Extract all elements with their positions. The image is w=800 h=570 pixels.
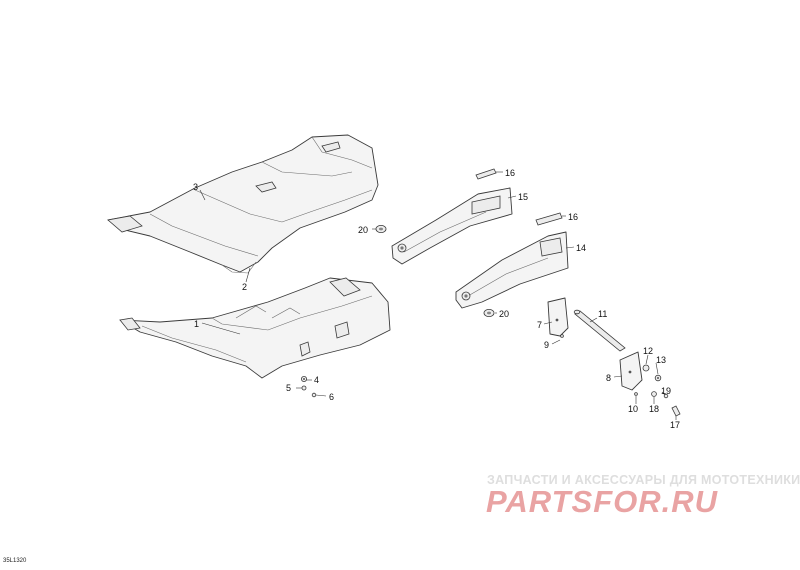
callout-1: 1 [194,319,199,329]
callout-8: 8 [606,373,611,383]
lower-bracket-part [619,351,681,417]
callout-3: 3 [193,182,198,192]
callout-13: 13 [656,355,666,365]
leader-lines [199,171,677,420]
callout-15: 15 [518,192,528,202]
callout-2: 2 [242,282,247,292]
callout-18: 18 [649,404,659,414]
callout-16-lower: 16 [568,212,578,222]
callout-9: 9 [544,340,549,350]
grommet-part [375,224,495,317]
callout-20-upper: 20 [358,225,368,235]
watermark-brand: PARTSFOR.RU [486,484,719,519]
callout-4: 4 [314,375,319,385]
upper-side-rail-part [391,187,513,265]
callout-numbers: 3 2 1 4 5 6 20 16 15 16 14 20 7 9 11 8 1… [193,168,680,430]
upper-bracket-part [547,297,569,338]
callout-5: 5 [286,383,291,393]
callout-17: 17 [670,420,680,430]
rubber-strip-part [475,168,563,226]
callout-12: 12 [643,346,653,356]
drawing-code: 35L1320 [3,558,27,564]
seat-part [107,134,379,274]
callout-19: 19 [661,386,671,396]
callout-10: 10 [628,404,638,414]
lower-side-rail-part [455,231,569,309]
callout-11: 11 [598,309,607,319]
watermark: ЗАПЧАСТИ И АКСЕССУАРЫ ДЛЯ МОТОТЕХНИКИ PA… [486,473,800,519]
small-hardware-parts [300,375,317,398]
callout-20-lower: 20 [499,309,509,319]
seat-base-part [119,277,391,379]
rod-part [573,309,626,352]
watermark-tagline: ЗАПЧАСТИ И АКСЕССУАРЫ ДЛЯ МОТОТЕХНИКИ [487,473,800,487]
callout-7: 7 [537,320,542,330]
callout-6: 6 [329,392,334,402]
callout-14: 14 [576,243,586,253]
callout-16-upper: 16 [505,168,515,178]
